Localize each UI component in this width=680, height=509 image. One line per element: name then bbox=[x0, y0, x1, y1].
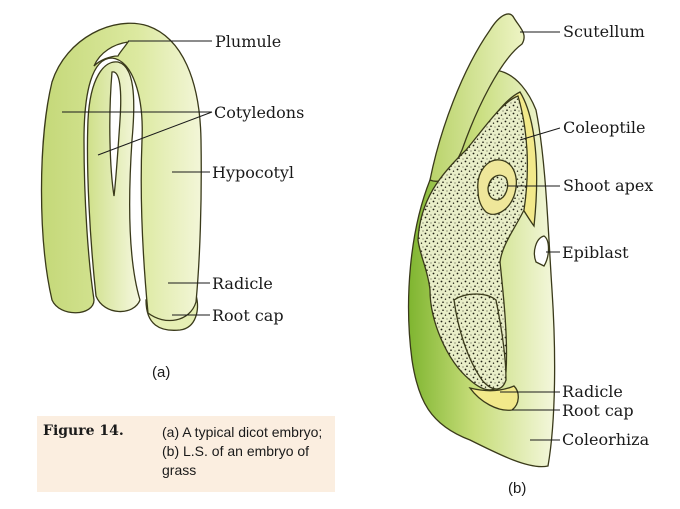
grass-leader-lines bbox=[500, 31, 561, 441]
dicot-outer-cotyledon bbox=[40, 22, 202, 322]
label-coleoptile: Coleoptile bbox=[563, 118, 646, 137]
grass-shoot-apex-inner bbox=[487, 174, 509, 201]
caption-text: (a) A typical dicot embryo; (b) L.S. of … bbox=[162, 424, 323, 478]
label-root-cap-b: Root cap bbox=[562, 401, 634, 420]
sublabel-b: (b) bbox=[508, 480, 527, 497]
label-scutellum: Scutellum bbox=[563, 22, 645, 41]
label-shoot-apex: Shoot apex bbox=[563, 176, 654, 195]
dicot-embryo bbox=[40, 22, 202, 331]
grass-epiblast bbox=[533, 235, 550, 267]
label-root-cap-a: Root cap bbox=[212, 306, 284, 325]
label-coleorhiza: Coleorhiza bbox=[562, 430, 650, 449]
grass-radicle bbox=[453, 293, 507, 390]
grass-scutellum bbox=[429, 13, 525, 182]
label-cotyledons: Cotyledons bbox=[214, 103, 305, 122]
label-radicle-a: Radicle bbox=[212, 274, 273, 293]
sublabel-a: (a) bbox=[152, 364, 171, 381]
dicot-leader-lines bbox=[62, 40, 213, 316]
label-plumule: Plumule bbox=[215, 32, 282, 51]
grass-embryo bbox=[407, 13, 556, 468]
figure-caption-box: Figure 14. (a) A typical dicot embryo; (… bbox=[37, 416, 335, 492]
dicot-hypocotyl bbox=[109, 71, 122, 197]
leader-coleoptile bbox=[519, 127, 561, 141]
label-radicle-b: Radicle bbox=[562, 382, 623, 401]
label-epiblast: Epiblast bbox=[562, 243, 629, 262]
dicot-plumule bbox=[93, 41, 130, 67]
caption-title: Figure 14. bbox=[43, 423, 124, 439]
leader-cotyledons-inner bbox=[97, 111, 213, 156]
label-hypocotyl: Hypocotyl bbox=[212, 163, 295, 182]
